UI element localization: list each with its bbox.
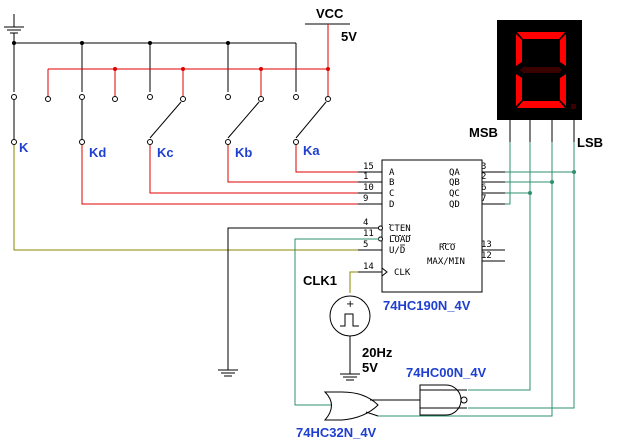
pin-num-6: 6 — [481, 183, 486, 193]
pin-name-qb: QB — [449, 178, 460, 188]
pin-name-a: A — [389, 168, 395, 178]
msb-label: MSB — [469, 125, 498, 140]
clock-source-symbol: + — [329, 295, 371, 337]
pin-num-14: 14 — [363, 262, 374, 272]
segment-g — [520, 67, 562, 73]
switch-kc[interactable] — [147, 94, 186, 145]
display-pins — [509, 120, 575, 142]
square-wave-icon — [340, 313, 359, 327]
segment-dp — [571, 104, 576, 109]
svg-text:+: + — [346, 299, 354, 310]
pin-num-4: 4 — [363, 218, 368, 228]
segment-f — [516, 34, 522, 66]
counter-chip-body — [381, 159, 483, 293]
switch-k[interactable] — [11, 94, 51, 145]
pin-num-1: 1 — [363, 172, 368, 182]
load-feedback-wire — [294, 238, 379, 406]
pin-num-10: 10 — [363, 183, 374, 193]
ground-symbol-top — [4, 14, 24, 34]
pin-name-qa: QA — [449, 168, 460, 178]
pin-num-9: 9 — [363, 194, 368, 204]
segment-b — [560, 34, 566, 66]
vcc-bus-wires — [47, 68, 329, 96]
pin-num-5: 5 — [363, 240, 368, 250]
switch-kd[interactable] — [79, 94, 118, 145]
counter-chip-name: 74HC190N_4V — [383, 298, 471, 313]
ground-bus-wires — [13, 33, 297, 92]
segment-c — [560, 74, 566, 106]
ground-symbol-clock — [340, 373, 360, 381]
clock-voltage: 5V — [362, 360, 378, 375]
segment-e — [516, 74, 522, 106]
pin-num-12: 12 — [481, 251, 492, 261]
segment-d — [517, 101, 565, 108]
pin-name-rco: RCO — [439, 243, 455, 253]
pin-name-cten: CTEN — [389, 224, 411, 234]
ground-bus-junctions — [12, 41, 230, 45]
switch-label-k: K — [19, 140, 29, 155]
lsb-label: LSB — [577, 135, 603, 150]
ground-symbol-cten — [218, 369, 238, 377]
pin-name-ud: U/D — [389, 246, 405, 256]
pin-num-13: 13 — [481, 240, 492, 250]
pin-name-qc: QC — [449, 189, 460, 199]
pin-name-qd: QD — [449, 200, 460, 210]
vcc-value: 5V — [341, 29, 357, 44]
pin-name-clk: CLK — [394, 268, 411, 278]
segment-a — [517, 32, 565, 39]
switch-ka[interactable] — [293, 94, 331, 145]
clock-name: CLK1 — [303, 273, 337, 288]
pin-name-b: B — [389, 178, 394, 188]
pin-num-2: 2 — [481, 172, 486, 182]
pin-num-15: 15 — [363, 162, 374, 172]
pin-name-maxmin: MAX/MIN — [427, 257, 465, 267]
nand-gate — [419, 384, 468, 416]
pin-num-3: 3 — [481, 162, 486, 172]
ud-control-wire — [13, 145, 382, 251]
clk-wire — [349, 271, 358, 293]
counter-left-pin-stubs — [358, 171, 382, 273]
cten-ground-wire — [227, 227, 379, 370]
clk-triangle-icon — [381, 267, 388, 277]
counter-right-pin-stubs — [482, 171, 505, 262]
pin-name-c: C — [389, 189, 394, 199]
pin-num-7: 7 — [481, 194, 486, 204]
nand-gate-name: 74HC00N_4V — [406, 365, 487, 380]
switch-label-kb: Kb — [235, 145, 252, 160]
vcc-symbol — [305, 23, 350, 69]
or-gate — [323, 391, 379, 421]
clock-frequency: 20Hz — [362, 345, 393, 360]
data-input-wires — [81, 145, 382, 205]
vcc-label: VCC — [316, 6, 344, 21]
switch-label-kc: Kc — [157, 145, 174, 160]
or-gate-name: 74HC32N_4V — [296, 425, 377, 440]
switch-label-ka: Ka — [303, 143, 320, 158]
pin-num-11: 11 — [363, 229, 374, 239]
vcc-bus-junctions — [113, 67, 330, 71]
display-segments — [516, 32, 576, 109]
pin-name-d: D — [389, 200, 394, 210]
pin-name-load: LOAD — [389, 235, 411, 245]
switch-label-kd: Kd — [89, 145, 106, 160]
switch-kb[interactable] — [225, 94, 264, 145]
display-output-junctions — [528, 170, 576, 195]
